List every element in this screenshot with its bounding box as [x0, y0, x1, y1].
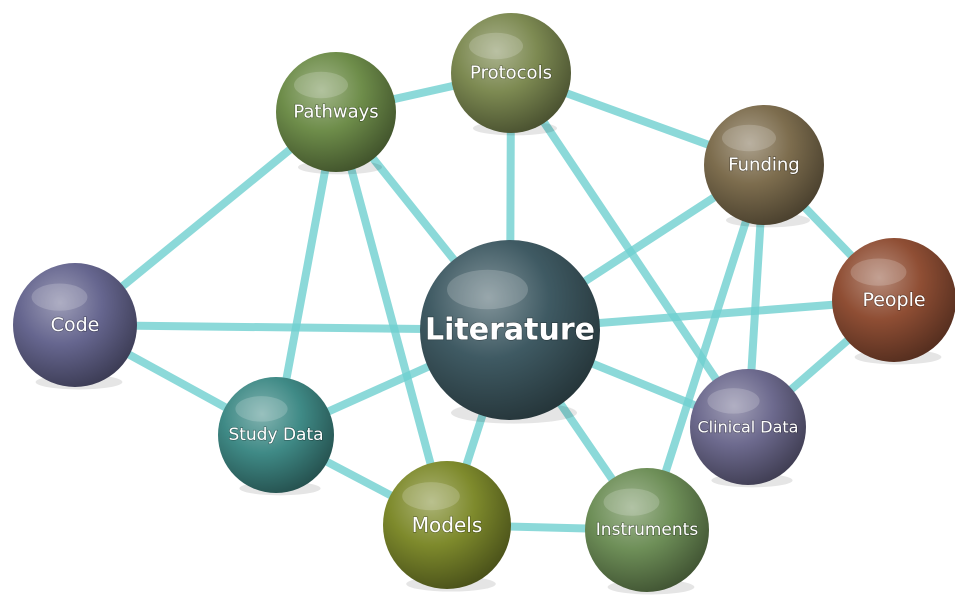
node-highlight [469, 32, 523, 60]
node-sphere-people[interactable] [832, 238, 955, 362]
node-sphere-clinical-data[interactable] [690, 369, 806, 485]
node-highlight [603, 488, 660, 516]
node-sphere-pathways[interactable] [276, 52, 396, 172]
node-highlight [31, 283, 88, 311]
node-clinical-data[interactable]: Clinical Data [690, 369, 806, 488]
node-label-literature: Literature [425, 313, 595, 348]
node-label-pathways: Pathways [293, 102, 378, 123]
node-label-people: People [862, 289, 925, 311]
node-sphere-literature[interactable] [420, 240, 600, 420]
edge-funding-instruments [643, 161, 768, 534]
node-label-code: Code [51, 314, 100, 336]
node-highlight [447, 269, 528, 310]
node-sphere-funding[interactable] [704, 105, 824, 225]
node-highlight [235, 396, 288, 422]
node-sphere-study-data[interactable] [218, 377, 334, 493]
node-protocols[interactable]: Protocols [451, 13, 571, 136]
edge-pathways-models [332, 108, 451, 529]
node-label-instruments: Instruments [596, 520, 699, 540]
node-people[interactable]: People [832, 238, 955, 365]
node-label-models: Models [412, 513, 482, 537]
node-pathways[interactable]: Pathways [276, 52, 396, 175]
node-highlight [402, 482, 460, 511]
node-sphere-instruments[interactable] [585, 468, 709, 592]
node-label-clinical-data: Clinical Data [698, 418, 799, 437]
node-instruments[interactable]: Instruments [585, 468, 709, 595]
node-sphere-code[interactable] [13, 263, 137, 387]
node-label-funding: Funding [728, 155, 799, 176]
node-label-study-data: Study Data [228, 425, 323, 445]
node-funding[interactable]: Funding [704, 105, 824, 228]
node-sphere-protocols[interactable] [451, 13, 571, 133]
node-literature[interactable]: Literature [420, 240, 600, 424]
node-label-protocols: Protocols [470, 63, 552, 84]
node-highlight [707, 388, 760, 414]
node-study-data[interactable]: Study Data [218, 377, 334, 496]
node-highlight [850, 258, 907, 286]
node-highlight [294, 71, 348, 99]
node-highlight [722, 124, 776, 152]
node-sphere-models[interactable] [383, 461, 511, 589]
node-code[interactable]: Code [13, 263, 137, 390]
node-models[interactable]: Models [383, 461, 511, 592]
